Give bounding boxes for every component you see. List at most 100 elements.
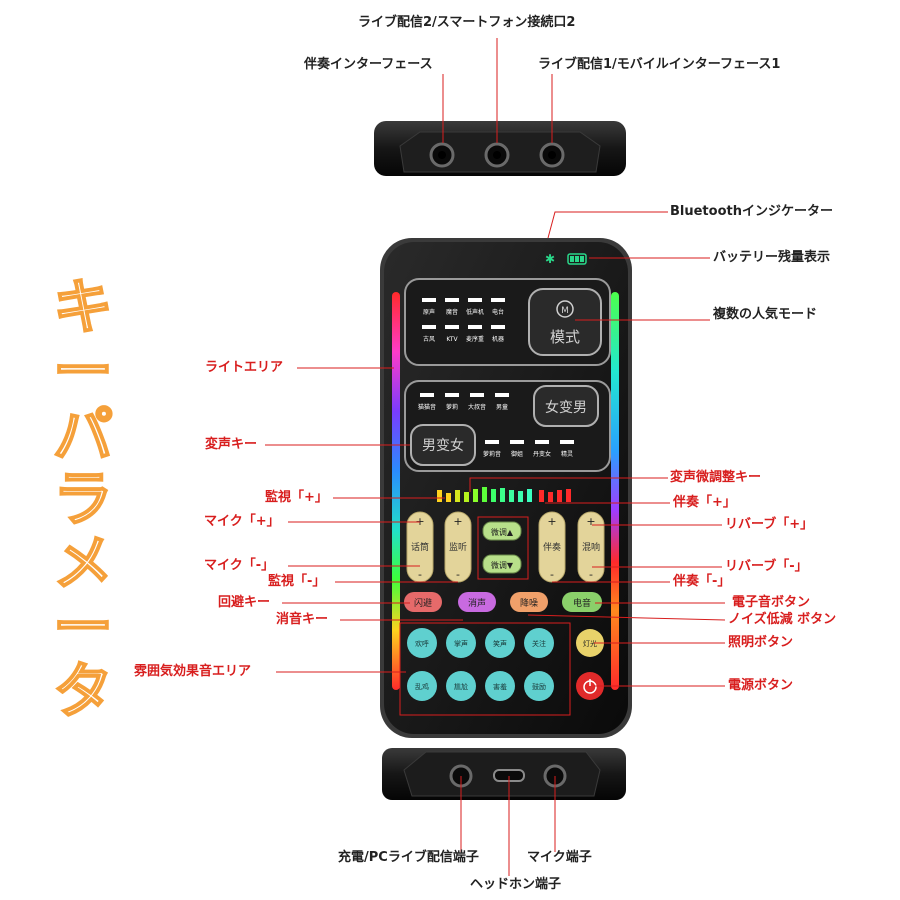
fx-button[interactable]	[524, 628, 554, 658]
light-button-label: 灯光	[583, 639, 597, 648]
mode-small-label: 魔音	[446, 308, 458, 316]
reverb-knob-label: 混响	[582, 541, 600, 553]
fx-label: 害羞	[493, 682, 507, 691]
func-label: 消声	[468, 597, 486, 609]
title-char: キ	[52, 273, 114, 343]
battery-icon	[567, 253, 587, 265]
func-label: 降噪	[520, 597, 538, 609]
voice-fine-up-button[interactable]	[482, 521, 522, 541]
label-avoid: 回避キー	[218, 595, 271, 610]
noise-reduce-button[interactable]	[510, 592, 548, 612]
func-label: 闪避	[414, 597, 432, 609]
label-modes: 複数の人気モード	[713, 307, 818, 322]
voice-small-label: 萝莉音	[483, 450, 501, 458]
light-bar-left	[392, 292, 400, 690]
title-char: ラ	[52, 465, 114, 535]
accomp-knob-label: 伴奏	[543, 541, 561, 553]
mode-letter: M	[561, 306, 569, 316]
label-reverb-minus: リバーブ「-」	[725, 559, 808, 574]
voice-small-label: 御姐	[511, 450, 523, 458]
svg-text:-: -	[550, 568, 554, 581]
callout-lines	[265, 38, 726, 876]
male-to-female-label: 男变女	[422, 437, 464, 454]
level-meter	[437, 487, 571, 502]
voice-small-label: 男童	[496, 403, 508, 411]
electro-button[interactable]	[562, 592, 602, 612]
label-voice-key: 変声キー	[205, 437, 258, 452]
label-accomp-plus: 伴奏「+」	[673, 495, 736, 510]
label-headphone-port: ヘッドホン端子	[470, 877, 562, 892]
svg-text:-: -	[418, 568, 422, 581]
label-mic-port: マイク端子	[527, 850, 592, 865]
mode-small-label: 古风	[423, 335, 435, 343]
female-to-male-label: 女变男	[545, 399, 587, 416]
svg-text:+: +	[547, 515, 556, 528]
mode-button-label: 模式	[550, 328, 580, 346]
fx-label: 欢呼	[415, 639, 429, 648]
label-light-area: ライトエリア	[205, 360, 284, 375]
label-mute: 消音キー	[276, 612, 329, 627]
monitor-knob[interactable]: + -	[444, 511, 472, 583]
label-noise: ノイズ低減 ボタン	[728, 612, 837, 627]
fx-button[interactable]	[485, 628, 515, 658]
monitor-knob-label: 监听	[449, 541, 467, 553]
label-reverb-plus: リバーブ「+」	[725, 517, 814, 532]
vertical-title: キ ー パ ラ メ ー タ	[48, 273, 118, 727]
mode-small-label: KTV	[446, 336, 458, 343]
fx-label: 尴尬	[454, 682, 468, 691]
label-electro: 電子音ボタン	[732, 595, 811, 610]
mic-knob-label: 话筒	[411, 541, 429, 553]
mode-small-label: 低声机	[466, 308, 484, 316]
mode-small-label: 机器	[492, 335, 504, 343]
device-front: ✱ 原声 魔音 低声机 电台 古风 KTV 麦序重 机器	[380, 238, 632, 738]
label-power: 電源ボタン	[728, 678, 794, 693]
bluetooth-icon: ✱	[545, 252, 555, 266]
title-char: タ	[52, 657, 114, 727]
voice-fine-down-label: 微调▼	[491, 560, 514, 570]
svg-text:-: -	[589, 568, 593, 581]
mode-small-label: 麦序重	[466, 335, 484, 343]
voice-small-label: 大叔音	[468, 403, 486, 411]
fx-button[interactable]	[407, 671, 437, 701]
female-to-male-button[interactable]	[533, 385, 599, 427]
fx-button[interactable]	[446, 628, 476, 658]
mute-button[interactable]	[458, 592, 496, 612]
func-label: 电音	[573, 597, 591, 609]
title-char: ー	[52, 337, 114, 407]
voice-fine-down-button[interactable]	[482, 554, 522, 574]
fx-button[interactable]	[524, 671, 554, 701]
avoid-button[interactable]	[404, 592, 442, 612]
voice-small-label: 精灵	[561, 450, 573, 458]
label-charge-port: 充電/PCライブ配信端子	[338, 850, 479, 865]
fx-button[interactable]	[407, 628, 437, 658]
mode-indicators	[422, 298, 505, 329]
label-monitor-minus: 監視「-」	[268, 574, 326, 589]
male-to-female-button[interactable]	[410, 424, 476, 466]
fx-label: 乱鸡	[415, 682, 429, 691]
mode-small-label: 电台	[492, 308, 504, 316]
label-monitor-plus: 監視「+」	[265, 490, 328, 505]
title-char: メ	[52, 529, 114, 599]
bottom-side-view	[382, 748, 626, 800]
label-bluetooth: Bluetoothインジケーター	[670, 204, 833, 219]
mode-small-label: 原声	[423, 308, 435, 316]
title-char: ー	[52, 593, 114, 663]
svg-text:+: +	[453, 515, 462, 528]
highlight-boxes	[399, 516, 571, 716]
label-voice-fine: 変声微調整キー	[670, 470, 762, 485]
label-light-btn: 照明ボタン	[728, 635, 794, 650]
light-bar-right	[611, 292, 619, 690]
voice-small-label: 萝莉	[446, 403, 458, 411]
label-accomp-if: 伴奏インターフェース	[304, 57, 433, 72]
mode-button[interactable]	[528, 288, 602, 356]
fx-label: 笑声	[493, 639, 507, 648]
fx-button[interactable]	[446, 671, 476, 701]
label-mic-minus: マイク「-」	[204, 558, 275, 573]
light-button[interactable]	[576, 629, 604, 657]
fx-button[interactable]	[485, 671, 515, 701]
fx-label: 鼓励	[532, 682, 546, 691]
top-side-view	[374, 121, 626, 176]
fx-label: 关注	[532, 639, 546, 648]
